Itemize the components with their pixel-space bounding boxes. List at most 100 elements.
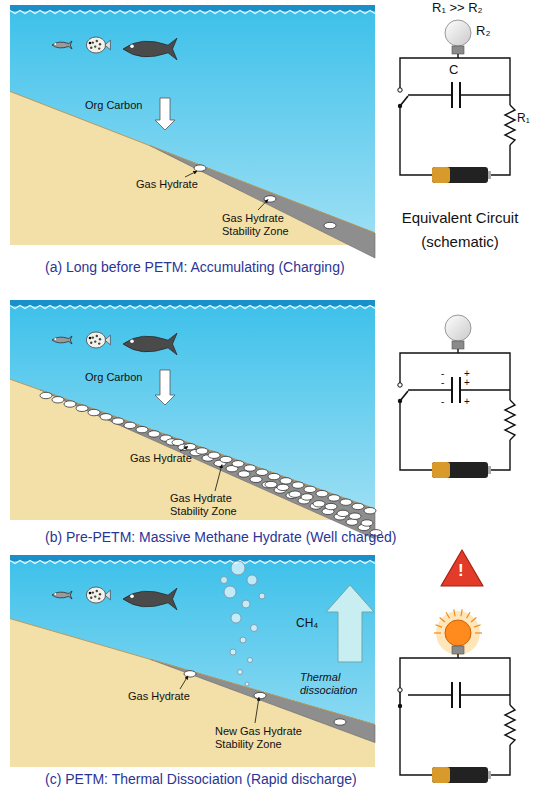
seafloor-sediment bbox=[10, 619, 375, 767]
gas-hydrate bbox=[256, 469, 268, 475]
warning-triangle bbox=[441, 550, 483, 586]
gas-hydrate bbox=[334, 719, 346, 725]
capacitor-plate bbox=[459, 82, 461, 108]
resistor-symbol bbox=[505, 400, 515, 440]
gas-hydrate bbox=[232, 461, 244, 467]
methane-bubble bbox=[221, 577, 228, 584]
gas-hydrate bbox=[136, 426, 148, 432]
methane-bubble bbox=[231, 561, 245, 575]
charge-sign: - bbox=[441, 378, 444, 388]
gas-hydrate bbox=[238, 471, 250, 477]
battery-cap bbox=[432, 462, 450, 478]
puffer-spot bbox=[98, 342, 100, 344]
capacitor-plate bbox=[451, 377, 453, 403]
fish-eye bbox=[130, 595, 134, 599]
gas-hydrate bbox=[277, 484, 289, 490]
gas-hydrate bbox=[304, 486, 316, 492]
gas-hydrate bbox=[194, 165, 206, 171]
switch-contact bbox=[398, 383, 402, 387]
gas-hydrate bbox=[316, 490, 328, 496]
bulb-base bbox=[452, 341, 464, 349]
gas-hydrate bbox=[268, 473, 280, 479]
puffer-spot bbox=[99, 338, 101, 340]
puffer-tail bbox=[105, 40, 111, 50]
fish-eye bbox=[130, 340, 134, 344]
switch-contact bbox=[398, 88, 402, 92]
bulb-ray bbox=[475, 632, 482, 633]
bulb-ray bbox=[461, 609, 462, 616]
battery-body bbox=[432, 167, 488, 183]
switch-lever bbox=[400, 391, 408, 401]
puffer-spot bbox=[90, 342, 92, 344]
seafloor-slope bbox=[10, 91, 375, 233]
fish-eye bbox=[130, 45, 134, 49]
wire bbox=[408, 694, 452, 695]
battery-body bbox=[432, 767, 488, 783]
capacitor-plate bbox=[451, 82, 453, 108]
switch-lever bbox=[400, 96, 408, 106]
wire bbox=[400, 708, 432, 775]
battery-terminal bbox=[488, 771, 491, 779]
puffer-eye bbox=[89, 337, 92, 340]
fish-eye bbox=[54, 593, 56, 595]
part-label: Gas Hydrate bbox=[136, 178, 198, 191]
puffer-spot bbox=[94, 340, 96, 342]
puffer-spot bbox=[90, 597, 92, 599]
sea-water bbox=[10, 300, 375, 520]
gas-hydrate bbox=[208, 452, 220, 458]
methane-bubble bbox=[230, 649, 236, 655]
puffer-spot bbox=[92, 41, 94, 43]
part-label: New Gas Hydrate Stability Zone bbox=[215, 725, 315, 750]
puffer-spot bbox=[92, 591, 94, 593]
part-label: Gas Hydrate Stability Zone bbox=[170, 492, 265, 517]
puffer-spot bbox=[96, 40, 98, 42]
wave-line bbox=[10, 306, 375, 309]
methane-bubble bbox=[238, 670, 243, 675]
leader-line bbox=[180, 447, 188, 452]
puffer-spot bbox=[98, 47, 100, 49]
capacitor-plate bbox=[459, 377, 461, 403]
panel-caption: (a) Long before PETM: Accumulating (Char… bbox=[45, 259, 345, 275]
seafloor-slope bbox=[10, 379, 375, 509]
puffer-spot bbox=[99, 43, 101, 45]
methane-flux-arrow bbox=[326, 585, 374, 662]
gas-hydrate bbox=[64, 401, 76, 407]
resistor-label: R₂ bbox=[476, 24, 490, 39]
bulb-ray bbox=[435, 625, 442, 627]
gas-hydrate bbox=[328, 495, 340, 501]
sea-water bbox=[10, 555, 375, 767]
light-bulb bbox=[445, 620, 471, 646]
part-label: Gas Hydrate bbox=[128, 690, 190, 703]
switch-lever bbox=[399, 692, 401, 706]
gas-hydrate bbox=[346, 519, 358, 525]
hydrate-stability-zone bbox=[40, 390, 375, 539]
puffer-spot bbox=[96, 335, 98, 337]
circuit-title: Equivalent Circuit (schematic) bbox=[390, 206, 530, 254]
gas-hydrate bbox=[88, 409, 100, 415]
gas-hydrate bbox=[52, 397, 64, 403]
seafloor-slope bbox=[10, 619, 375, 725]
gas-hydrate bbox=[100, 414, 112, 420]
wire bbox=[408, 389, 452, 390]
gas-hydrate bbox=[361, 520, 373, 526]
wire bbox=[461, 389, 510, 390]
puffer-tail bbox=[105, 335, 111, 345]
battery-terminal bbox=[488, 466, 491, 474]
gas-hydrate bbox=[264, 196, 276, 202]
equivalent-circuit bbox=[398, 550, 515, 783]
charge-sign: + bbox=[464, 378, 470, 388]
process-label: Org Carbon bbox=[85, 371, 142, 384]
bulb-ray bbox=[454, 609, 455, 616]
resistor-symbol bbox=[505, 105, 515, 145]
gas-hydrate bbox=[244, 465, 256, 471]
gas-hydrate bbox=[364, 508, 376, 514]
wire bbox=[400, 403, 432, 470]
fish bbox=[52, 41, 72, 49]
methane-bubble bbox=[245, 682, 249, 686]
wire bbox=[490, 440, 510, 470]
wave-line bbox=[10, 11, 375, 14]
resistor-label: R₁ bbox=[517, 112, 530, 126]
gas-hydrate bbox=[280, 478, 292, 484]
